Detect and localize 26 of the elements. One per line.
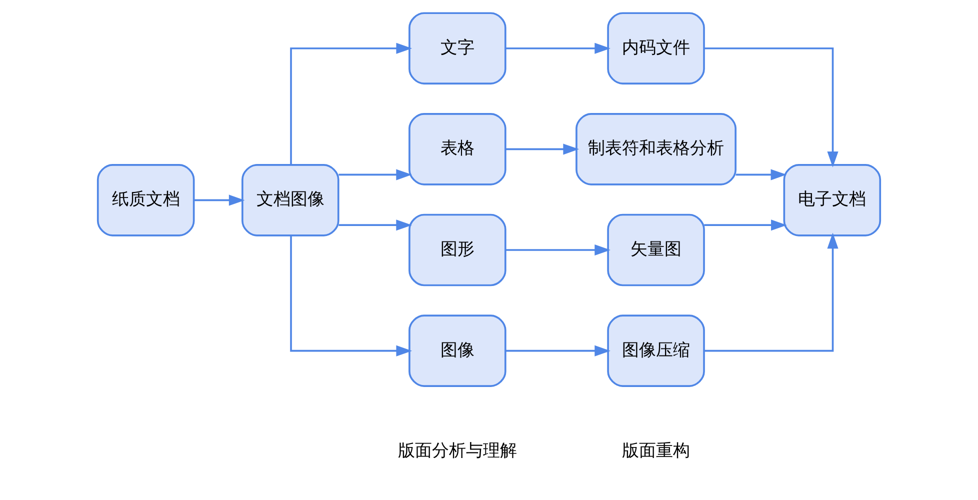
arrow	[290, 42, 412, 165]
node-box: 图形	[408, 214, 506, 286]
arrow	[290, 236, 412, 356]
node-box: 矢量图	[607, 214, 705, 286]
arrow	[704, 232, 838, 352]
node-box: 电子文档	[783, 164, 882, 236]
node-box: 文字	[408, 12, 506, 84]
arrow	[704, 220, 787, 231]
node-box: 图像压缩	[607, 314, 705, 387]
arrow	[338, 220, 412, 231]
arrow	[736, 169, 787, 180]
node-box: 纸质文档	[96, 164, 195, 236]
node-box: 内码文件	[607, 12, 705, 84]
arrow	[194, 194, 245, 206]
node-box: 制表符和表格分析	[576, 113, 736, 186]
arrow	[338, 169, 412, 180]
arrow	[704, 47, 838, 168]
label: 版面分析与理解	[398, 441, 517, 462]
arrow	[506, 244, 610, 256]
arrow	[506, 345, 610, 356]
node-box: 图像	[408, 314, 506, 387]
node-box: 文档图像	[242, 164, 340, 236]
arrow	[506, 42, 610, 54]
label: 版面重构	[622, 441, 690, 462]
node-box: 表格	[408, 113, 506, 186]
arrow	[506, 144, 579, 155]
